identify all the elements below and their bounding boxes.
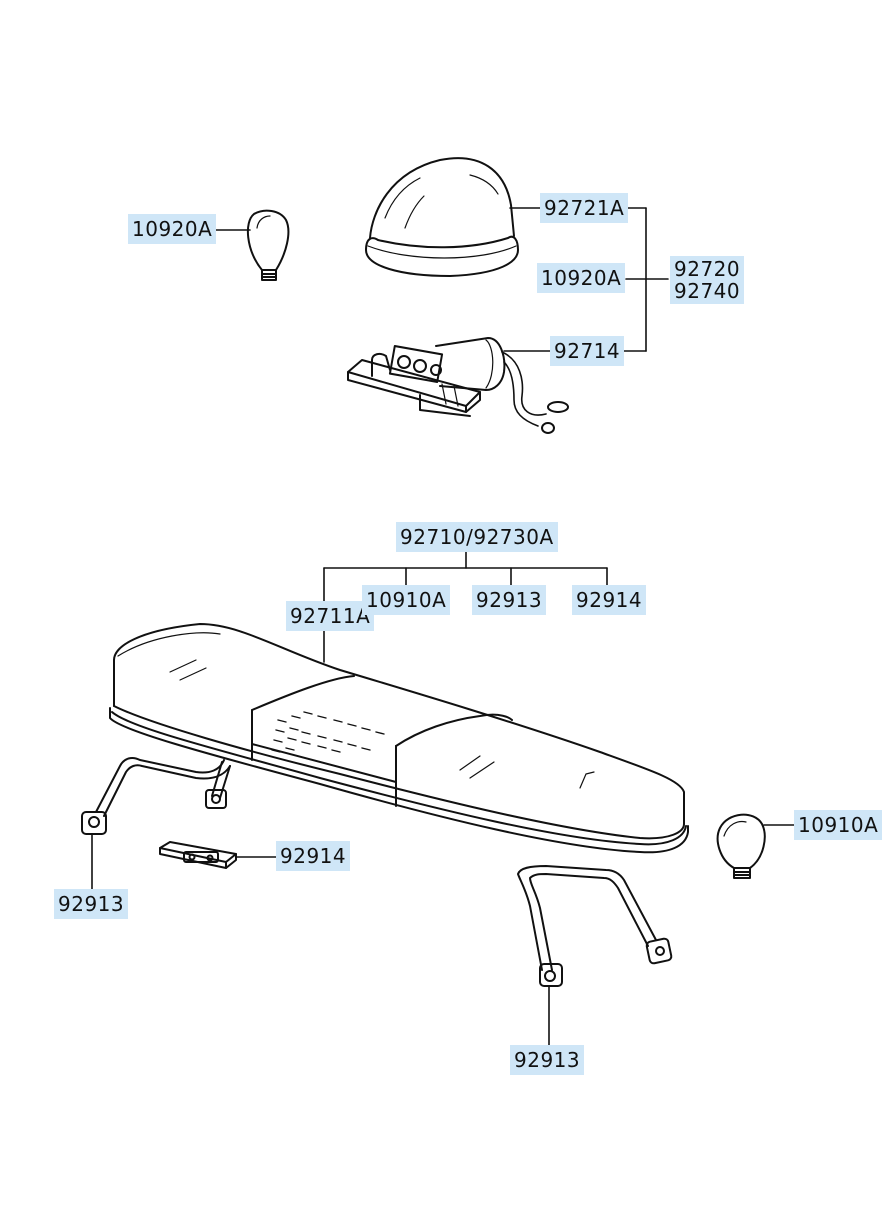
label-lightbar-lens[interactable]: 92711A xyxy=(286,601,375,631)
label-assembly-top[interactable]: 92720 92740 xyxy=(670,256,745,304)
label-bracket-top[interactable]: 92913 xyxy=(472,585,547,615)
label-bulb-lightbar[interactable]: 10910A xyxy=(362,585,451,615)
label-plate-top[interactable]: 92914 xyxy=(572,585,647,615)
bulb-right-drawing xyxy=(716,813,766,879)
label-motor-unit[interactable]: 92714 xyxy=(550,336,625,366)
lower-callout-lines xyxy=(91,824,797,1047)
label-assembly-top-line2: 92740 xyxy=(674,279,741,303)
right-bracket-drawing xyxy=(517,865,673,987)
label-bracket-left[interactable]: 92913 xyxy=(54,889,129,919)
left-plate-drawing xyxy=(159,841,237,869)
label-bulb-center[interactable]: 10920A xyxy=(537,263,626,293)
label-bulb-right[interactable]: 10910A xyxy=(794,810,883,840)
motor-unit-drawing xyxy=(347,337,569,434)
label-assembly-top-line1: 92720 xyxy=(674,257,741,281)
left-bracket-drawing xyxy=(81,757,231,835)
label-dome-lens[interactable]: 92721A xyxy=(540,193,629,223)
dome-lens-drawing xyxy=(365,157,519,277)
bulb-top-left-drawing xyxy=(246,209,290,281)
label-bracket-bottom[interactable]: 92913 xyxy=(510,1045,585,1075)
label-lightbar-assembly[interactable]: 92710/92730A xyxy=(396,522,558,552)
lightbar-body-drawing xyxy=(109,623,689,854)
label-bulb-left-top[interactable]: 10920A xyxy=(128,214,217,244)
label-plate-left[interactable]: 92914 xyxy=(276,841,351,871)
